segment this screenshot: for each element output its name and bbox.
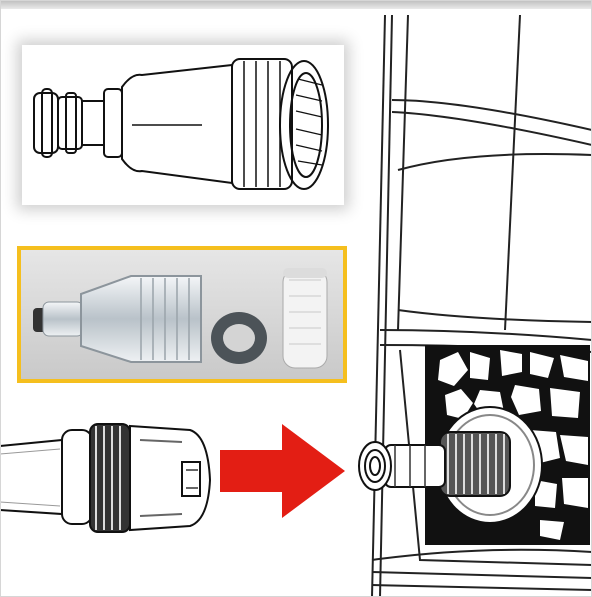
filter-kit-photo <box>17 246 347 383</box>
filter-parts-photo <box>21 250 343 379</box>
pressure-washer-inlet <box>358 406 543 524</box>
hose-connector-drawing <box>33 58 329 190</box>
top-bar <box>0 0 592 9</box>
adapter-line-drawing <box>22 45 344 205</box>
